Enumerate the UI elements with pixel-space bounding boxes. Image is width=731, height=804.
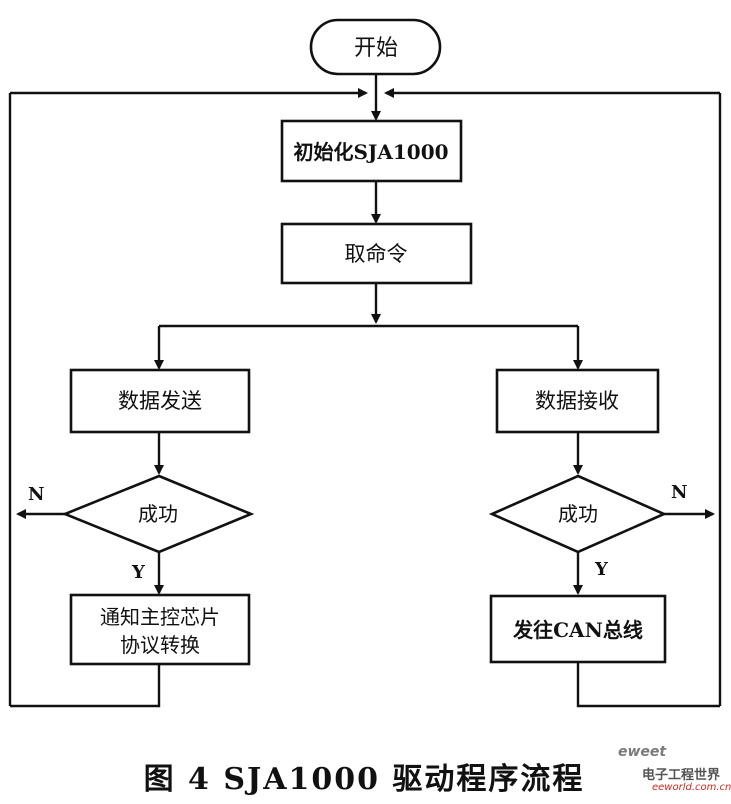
right-decision-node [488,474,668,554]
right-return-line [576,662,720,708]
fetch-node [280,222,473,285]
receive-node [495,368,660,434]
fetch-label: 取命令 [345,242,408,266]
left-return-line [10,664,161,708]
notify-label-line1: 通知主控芯片 [100,605,220,629]
left-no-label: N [28,484,44,505]
can-send-label: 发往CAN总线 [512,618,643,642]
start-node [309,18,442,76]
right-yes-label: Y [594,559,609,580]
can-send-node [489,594,667,664]
figure-caption: 图 4 SJA1000 驱动程序流程 [143,762,585,797]
left-yes-label: Y [131,562,146,583]
init-label: 初始化SJA1000 [293,140,448,164]
receive-label: 数据接收 [535,389,619,413]
send-label: 数据发送 [118,389,202,413]
left-decision-node [61,474,255,554]
init-node [280,119,463,183]
notify-label-line2: 协议转换 [120,633,200,657]
start-label: 开始 [354,36,398,61]
left-decision-label: 成功 [138,502,178,526]
right-decision-label: 成功 [558,502,598,526]
notify-node [69,593,251,666]
right-no-label: N [671,482,687,503]
send-node [69,368,251,434]
